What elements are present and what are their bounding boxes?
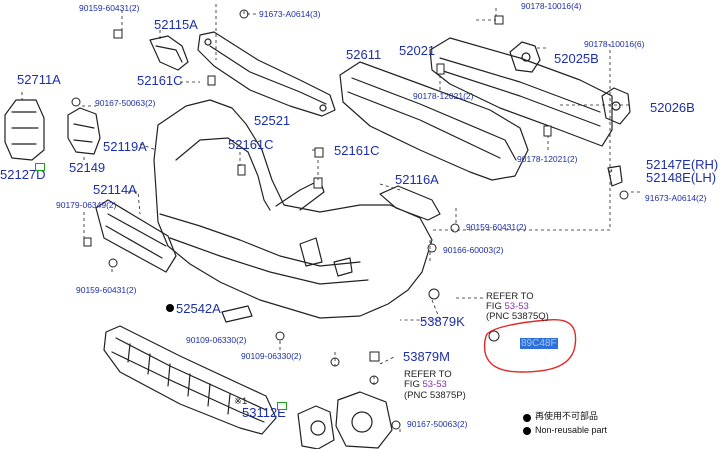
highlighted-part-text[interactable]: 89C48F (520, 338, 558, 349)
label-52149: 52149 (69, 160, 106, 175)
bracket-52025B (509, 41, 541, 73)
label-52611: 52611 (346, 47, 382, 62)
label-53879M: 53879M (403, 349, 450, 364)
label-52147E: 52147E(RH) (646, 157, 719, 172)
label-52148E: 52148E(LH) (646, 170, 717, 185)
fig-link-53-53-a[interactable]: 53-53 (504, 301, 529, 312)
label-90167-50063-a: 90167-50063(2) (95, 98, 156, 108)
label-90159-60431-b: 90159-60431(2) (466, 222, 527, 232)
label-53879K: 53879K (420, 314, 465, 329)
legend-nonreusable-bullet (523, 427, 531, 435)
label-52161C-b: 52161C (228, 137, 274, 152)
label-90178-12021-b: 90178-12021(2) (517, 154, 578, 164)
label-52021: 52021 (399, 43, 436, 58)
non-reusable-bullet (166, 304, 174, 312)
fog-housing-right (335, 391, 393, 449)
fog-housing-left (297, 405, 335, 449)
label-52521: 52521 (254, 113, 291, 128)
label-52116A: 52116A (395, 172, 439, 187)
retainer-bracket-52521 (197, 31, 336, 117)
legend-reusable-text: 再使用不可部品 (535, 412, 599, 422)
label-52542A: 52542A (176, 301, 221, 316)
label-90178-10016-a: 90178-10016(4) (521, 1, 582, 11)
highlighted-part-label[interactable]: 89C48F (520, 334, 558, 350)
mount-52149 (67, 107, 101, 155)
legend-reusable-bullet (523, 414, 531, 422)
label-52119A: 52119A (103, 139, 147, 154)
label-52026B: 52026B (650, 100, 695, 115)
label-52161C-c: 52161C (334, 143, 380, 158)
refer-to-label-b: REFER TO (404, 369, 452, 380)
legend-nonreusable-text: Non-reusable part (535, 425, 608, 435)
label-52115A: 52115A (154, 17, 198, 32)
label-52025B: 52025B (554, 51, 599, 66)
mount-52127D (4, 99, 45, 161)
label-90167-50063-b: 90167-50063(2) (407, 419, 468, 429)
footnote-mark: ※1 (234, 396, 248, 407)
fig-link-53-53-b[interactable]: 53-53 (422, 379, 447, 390)
label-90159-60431-a: 90159-60431(2) (79, 3, 140, 13)
label-90109-06330-a: 90109-06330(2) (186, 335, 247, 345)
bumper-beam-52021 (429, 37, 613, 147)
label-52711A: 52711A (17, 72, 61, 87)
label-91673-A0614-b: 91673-A0614(2) (645, 193, 707, 203)
label-52114A: 52114A (93, 182, 137, 197)
lower-grille-53112E (103, 325, 277, 435)
label-91673-A0614-a: 91673-A0614(3) (259, 9, 321, 19)
bracket-52115A (149, 35, 189, 71)
fig-prefix-b: FIG (404, 379, 420, 390)
red-highlight-circle (483, 319, 577, 373)
refer-to-pnc-a: (PNC 53875Q) (486, 311, 549, 322)
bracket-52026B (601, 87, 631, 125)
label-90178-10016-b: 90178-10016(6) (584, 39, 645, 49)
note-icon-b (277, 402, 287, 410)
reinforcement-52611 (339, 61, 529, 181)
label-52127D: 52127D (0, 167, 46, 182)
bumper-cover (153, 99, 433, 319)
absorber-52114A (95, 199, 177, 273)
refer-to-fig-b[interactable]: FIG 53-53 (404, 380, 447, 390)
label-90159-60431-c: 90159-60431(2) (76, 285, 137, 295)
note-icon-a (35, 163, 45, 171)
label-90109-06330-b: 90109-06330(2) (241, 351, 302, 361)
bracket-52116A (379, 185, 441, 221)
refer-to-fig-a[interactable]: FIG 53-53 (486, 302, 529, 312)
label-52161C-a: 52161C (137, 73, 183, 88)
fig-prefix-a: FIG (486, 301, 502, 312)
refer-to-label-a: REFER TO (486, 291, 534, 302)
refer-to-pnc-b: (PNC 53875P) (404, 390, 466, 401)
label-90166-60003: 90166-60003(2) (443, 245, 504, 255)
label-53112E: 53112E (242, 405, 286, 420)
label-90178-12021-a: 90178-12021(2) (413, 91, 474, 101)
label-90179-06349: 90179-06349(2) (56, 200, 117, 210)
